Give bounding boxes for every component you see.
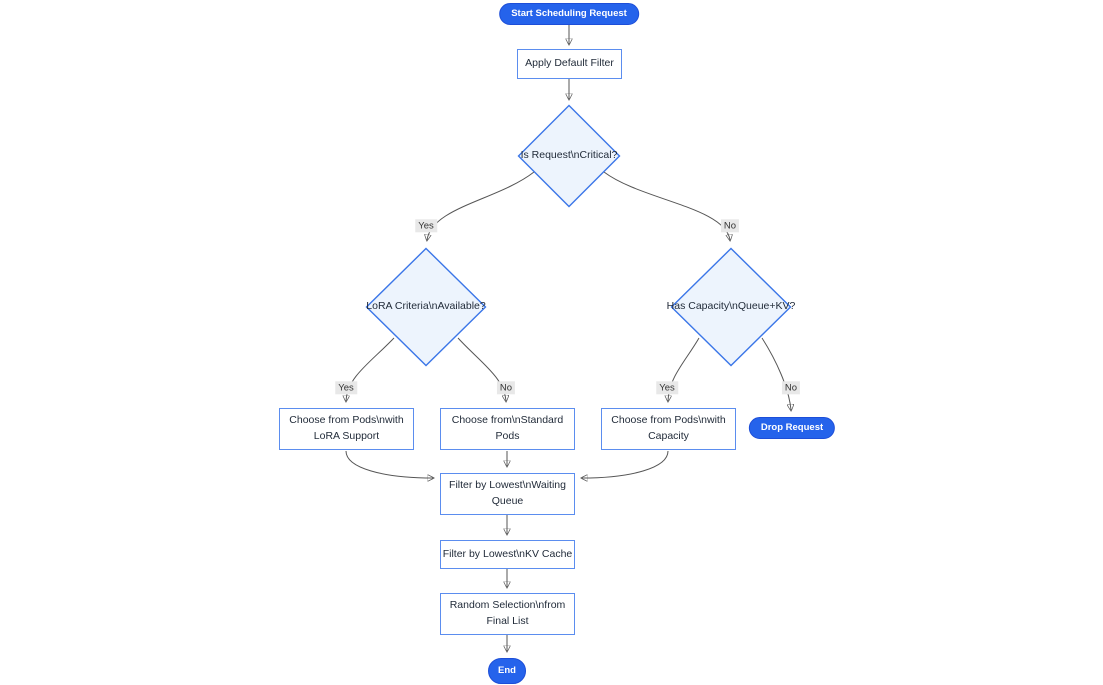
node-filter-lowest-waiting-queue: Filter by Lowest\nWaiting Queue	[440, 473, 575, 515]
node-choose-standard-pods-label: Choose from\nStandard Pods	[451, 414, 564, 442]
diamond-shape	[365, 247, 487, 367]
node-drop-request-label: Drop Request	[760, 421, 824, 433]
decision-lora-criteria-available: LoRA Criteria\nAvailable?	[365, 247, 487, 367]
decision-is-request-critical-label: Is Request\nCritical?	[520, 149, 618, 162]
node-apply-default-filter-label: Apply Default Filter	[525, 57, 614, 70]
node-filter-lowest-waiting-queue-label: Filter by Lowest\nWaiting Queue	[449, 479, 566, 507]
node-filter-lowest-kv-cache-label: Filter by Lowest\nKV Cache	[442, 547, 573, 560]
edge-label-text: No	[784, 382, 798, 394]
edge-label-lora-no: No	[496, 381, 516, 395]
node-choose-pods-lora-support: Choose from Pods\nwith LoRA Support	[279, 408, 414, 450]
edge-label-critical-yes: Yes	[415, 219, 437, 233]
edge-label-capacity-yes: Yes	[656, 381, 678, 395]
edge-capacitypods-queuefilter	[582, 450, 669, 478]
edge-label-text: No	[499, 382, 513, 394]
node-end: End	[488, 658, 526, 684]
decision-lora-criteria-available-label: LoRA Criteria\nAvailable?	[366, 300, 486, 313]
node-choose-pods-capacity: Choose from Pods\nwith Capacity	[601, 408, 736, 450]
diamond-shape	[670, 247, 792, 367]
edge-label-text: Yes	[659, 382, 675, 394]
edge-label-text: Yes	[418, 220, 434, 232]
node-start-scheduling-request: Start Scheduling Request	[499, 3, 639, 25]
edge-lorapods-queuefilter	[345, 450, 433, 478]
node-choose-standard-pods: Choose from\nStandard Pods	[440, 408, 575, 450]
decision-is-request-critical: Is Request\nCritical?	[517, 104, 621, 208]
node-drop-request: Drop Request	[748, 417, 836, 439]
diamond-shape	[517, 104, 621, 208]
node-choose-pods-capacity-label: Choose from Pods\nwith Capacity	[611, 414, 726, 442]
node-apply-default-filter: Apply Default Filter	[517, 49, 622, 79]
edge-critical-capacity	[603, 171, 730, 240]
edge-label-capacity-no: No	[781, 381, 801, 395]
node-start-label: Start Scheduling Request	[511, 7, 627, 19]
node-random-selection-final-list-label: Random Selection\nfrom Final List	[449, 599, 566, 627]
edge-label-critical-no: No	[720, 219, 740, 233]
edge-label-text: No	[723, 220, 737, 232]
node-random-selection-final-list: Random Selection\nfrom Final List	[440, 593, 575, 635]
decision-has-capacity-queue-kv: Has Capacity\nQueue+KV?	[667, 247, 795, 367]
edge-label-lora-yes: Yes	[335, 381, 357, 395]
decision-has-capacity-queue-kv-label: Has Capacity\nQueue+KV?	[666, 300, 796, 313]
node-filter-lowest-kv-cache: Filter by Lowest\nKV Cache	[440, 540, 575, 569]
node-end-label: End	[498, 664, 516, 676]
edge-label-text: Yes	[338, 382, 354, 394]
node-choose-pods-lora-support-label: Choose from Pods\nwith LoRA Support	[289, 414, 404, 442]
